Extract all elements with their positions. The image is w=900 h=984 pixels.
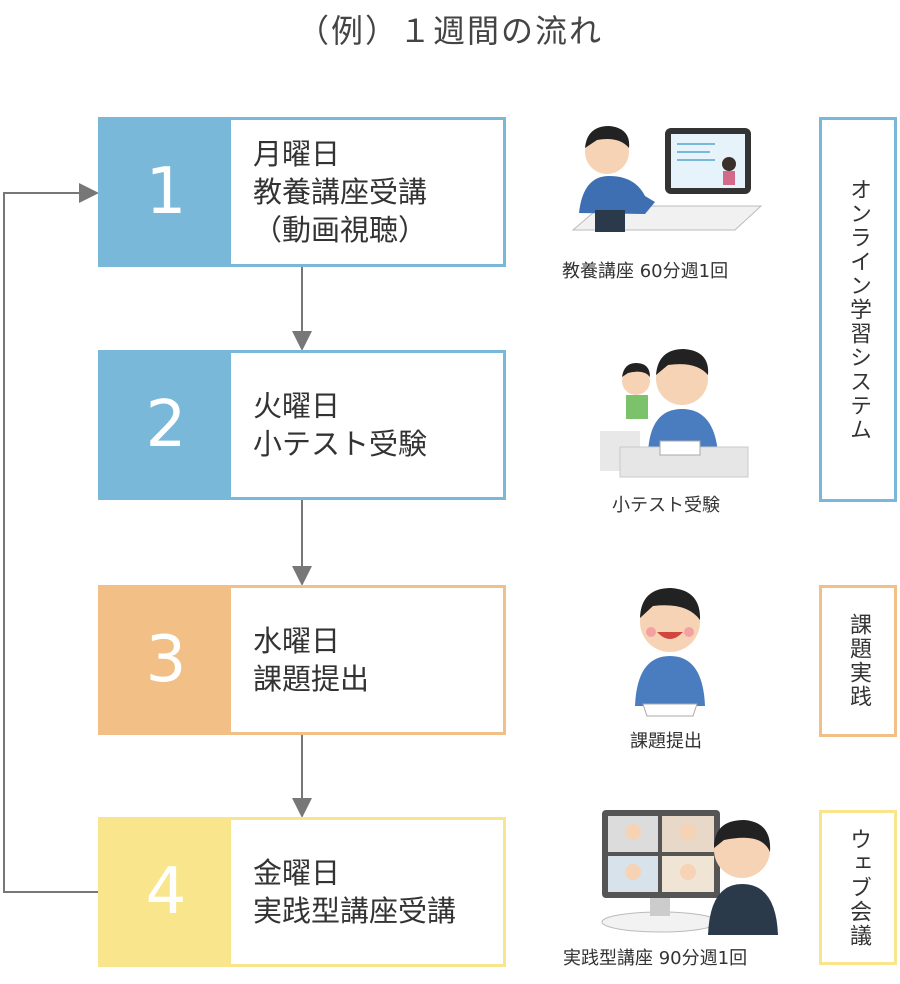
step-number: 4 [101,820,231,964]
side-label-text: 課題実践 [846,613,871,709]
side-label-practice: 課題実践 [819,585,897,737]
illustration-test-taking [600,349,749,478]
illustration-web-meeting [601,810,778,935]
loop-back-arrow [3,183,99,893]
step-3: 3 水曜日 課題提出 [98,585,506,735]
step-4: 4 金曜日 実践型講座受講 [98,817,506,967]
step-number: 2 [101,353,231,497]
step-text: 水曜日 課題提出 [253,624,370,696]
illustration-assignment [635,588,705,717]
side-label-text: オンライン学習システム [846,177,871,442]
step-2: 2 火曜日 小テスト受験 [98,350,506,500]
side-label-online: オンライン学習システム [819,117,897,502]
illustration-tablet-study [571,126,763,232]
step-number: 1 [101,120,231,264]
caption-step-1: 教養講座 60分週1回 [562,261,729,282]
side-label-web: ウェブ会議 [819,810,897,965]
step-text: 月曜日 教養講座受講 （動画視聴） [253,137,428,247]
caption-step-4: 実践型講座 90分週1回 [563,948,748,969]
side-label-text: ウェブ会議 [846,827,871,948]
caption-step-3: 課題提出 [630,731,702,752]
step-number: 3 [101,588,231,732]
step-text: 金曜日 実践型講座受講 [253,856,457,928]
step-text: 火曜日 小テスト受験 [253,389,428,461]
caption-step-2: 小テスト受験 [612,495,720,516]
page-title: （例）１週間の流れ [296,12,603,50]
step-1: 1 月曜日 教養講座受講 （動画視聴） [98,117,506,267]
